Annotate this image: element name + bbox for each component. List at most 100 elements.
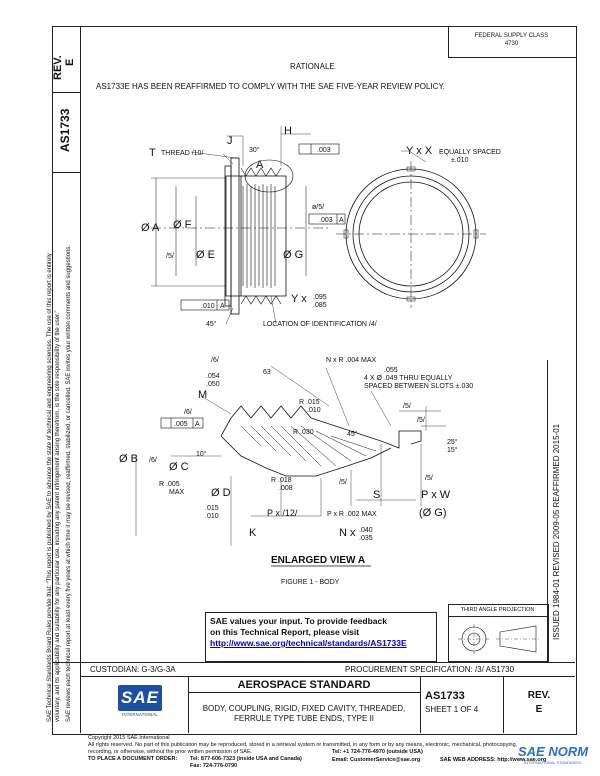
fsc-value: 4730 xyxy=(504,41,519,47)
titleblock-rev-value: E xyxy=(535,704,543,715)
label-d040: .040 xyxy=(359,527,373,534)
label-tol-010: .010 xyxy=(201,303,215,310)
titleblock-top xyxy=(52,662,575,663)
label-tol-005: .005 xyxy=(174,421,188,428)
watermark: SAE NORM xyxy=(518,744,589,759)
web-address[interactable]: SAE WEB ADDRESS: http://www.sae.org xyxy=(440,757,547,763)
label-n5b: /5/ xyxy=(403,403,411,410)
label-d015: .015 xyxy=(205,505,219,512)
titleblock-std-divider xyxy=(188,692,420,693)
side-disclaimer-1: SAE Technical Standards Board Rules prov… xyxy=(47,253,53,722)
label-r018: R .018 xyxy=(271,477,292,484)
label-r010: .010 xyxy=(307,407,321,414)
label-px12: P x /12/ xyxy=(267,508,298,518)
label-45deg-b: 45° xyxy=(347,430,358,438)
order-label: TO PLACE A DOCUMENT ORDER: xyxy=(88,756,178,762)
title-line-1: BODY, COUPLING, RIGID, FIXED CAVITY, THR… xyxy=(202,704,406,713)
label-m: M xyxy=(198,389,207,401)
label-s: S xyxy=(373,489,380,501)
label-dat-a3: A xyxy=(195,421,200,428)
rights-line-1: All rights reserved. No part of this pub… xyxy=(88,742,518,748)
fsc-box xyxy=(448,26,577,58)
label-tol-003: .003 xyxy=(317,147,331,154)
tel-outside: Tel: +1 724-776-4970 (outside USA) xyxy=(332,749,423,755)
label-phi-b: Ø B xyxy=(119,453,138,465)
enlarged-view-a xyxy=(135,365,446,567)
rationale-title: RATIONALE xyxy=(290,62,335,71)
end-view xyxy=(336,150,486,308)
tel-inside: Tel: 877-606-7323 (inside USA and Canada… xyxy=(190,756,302,762)
rationale-text: AS1733E HAS BEEN REAFFIRMED TO COMPLY WI… xyxy=(96,82,445,91)
label-d054: .054 xyxy=(206,373,220,380)
label-holes: 4 X Ø .049 THRU EQUALLY xyxy=(364,375,453,382)
watermark-sub: INTERNATIONAL STANDARDS xyxy=(524,760,582,765)
fsc-label: FEDERAL SUPPLY CLASS xyxy=(474,33,549,39)
projection-box xyxy=(448,604,549,662)
projection-symbol xyxy=(458,624,540,654)
label-n5e: /5/ xyxy=(425,475,433,482)
label-phi-g2: (Ø G) xyxy=(419,507,447,519)
left-strip-border xyxy=(80,26,81,733)
label-d035: .035 xyxy=(359,535,373,542)
rights-line-2: recording, or otherwise, without the pri… xyxy=(88,749,253,755)
engineering-drawing: J H T THREAD /10/ 30° A .003 Y x X EQUAL… xyxy=(119,125,501,586)
feedback-line-1: SAE values your input. To provide feedba… xyxy=(210,616,387,626)
sae-logo: SAE INTERNATIONAL xyxy=(118,685,162,719)
label-max: MAX xyxy=(169,489,185,496)
label-n5d: /5/ xyxy=(339,479,347,486)
label-n5: /5/ xyxy=(166,253,174,260)
fax: Fax: 724-776-0790 xyxy=(190,763,238,769)
side-rev-label: REV. xyxy=(52,55,64,80)
left-strip-divider-1 xyxy=(52,92,81,93)
sae-logo-subtext: INTERNATIONAL xyxy=(122,712,158,717)
procurement-spec: PROCUREMENT SPECIFICATION: /3/ AS1730 xyxy=(345,665,515,674)
drawing-frame xyxy=(52,26,577,735)
label-phi-e: Ø E xyxy=(196,249,215,261)
label-d085: .085 xyxy=(313,302,327,309)
label-n6c: /6/ xyxy=(149,457,157,464)
label-r015: R .015 xyxy=(299,399,320,406)
figure-caption: FIGURE 1 - BODY xyxy=(281,579,340,586)
titleblock-col-number xyxy=(420,676,421,733)
sheet-number: SHEET 1 OF 4 xyxy=(425,705,479,714)
left-strip-divider-2 xyxy=(52,172,81,173)
label-phi-d: Ø D xyxy=(211,487,231,499)
label-d055: .055 xyxy=(384,367,398,374)
email[interactable]: Email: CustomerService@sae.org xyxy=(332,757,421,763)
label-yx: Y x X xyxy=(406,145,433,157)
label-phi-a: Ø A xyxy=(141,222,160,234)
label-pxw: P x W xyxy=(421,489,451,501)
issue-history: ISSUED 1984-01 REVISED 2009-05 REAFFIRME… xyxy=(552,423,561,640)
copyright: Copyright 2015 SAE International xyxy=(88,735,170,741)
label-j: J xyxy=(227,135,233,147)
label-d050: .050 xyxy=(206,381,220,388)
titleblock-doc-number: AS1733 xyxy=(425,690,465,702)
label-phi-g: Ø G xyxy=(283,249,303,261)
titleblock-col-logo xyxy=(188,676,189,733)
label-n6b: /6/ xyxy=(184,409,192,416)
label-nxr: N x R .004 MAX xyxy=(326,357,377,364)
label-dat-a: A xyxy=(339,217,344,224)
label-pm010: ±.010 xyxy=(451,157,469,164)
label-tol-003a: .003 xyxy=(319,217,333,224)
feedback-link[interactable]: http://www.sae.org/technical/standards/A… xyxy=(210,638,407,648)
titleblock-rev-label: REV. xyxy=(527,690,551,701)
label-d095: .095 xyxy=(313,294,327,301)
label-30deg: 30° xyxy=(249,146,260,154)
label-phi-f: Ø F xyxy=(173,219,192,231)
label-10deg: 10° xyxy=(196,450,207,458)
label-h: H xyxy=(284,125,292,137)
side-rev-value: E xyxy=(64,58,76,66)
label-a: A xyxy=(256,159,264,171)
sae-logo-badge xyxy=(118,685,162,711)
label-yx2: Y x xyxy=(291,293,307,305)
label-pxr: P x R .002 MAX xyxy=(327,511,377,518)
label-d010: .010 xyxy=(205,513,219,520)
label-k: K xyxy=(249,527,257,539)
label-n5c: /5/ xyxy=(417,417,425,424)
label-63: 63 xyxy=(263,369,271,376)
label-r030: R .030 xyxy=(293,429,314,436)
label-dat-a2: A xyxy=(220,303,225,310)
label-phi-c: Ø C xyxy=(169,461,189,473)
label-equally: EQUALLY SPACED xyxy=(439,149,501,156)
